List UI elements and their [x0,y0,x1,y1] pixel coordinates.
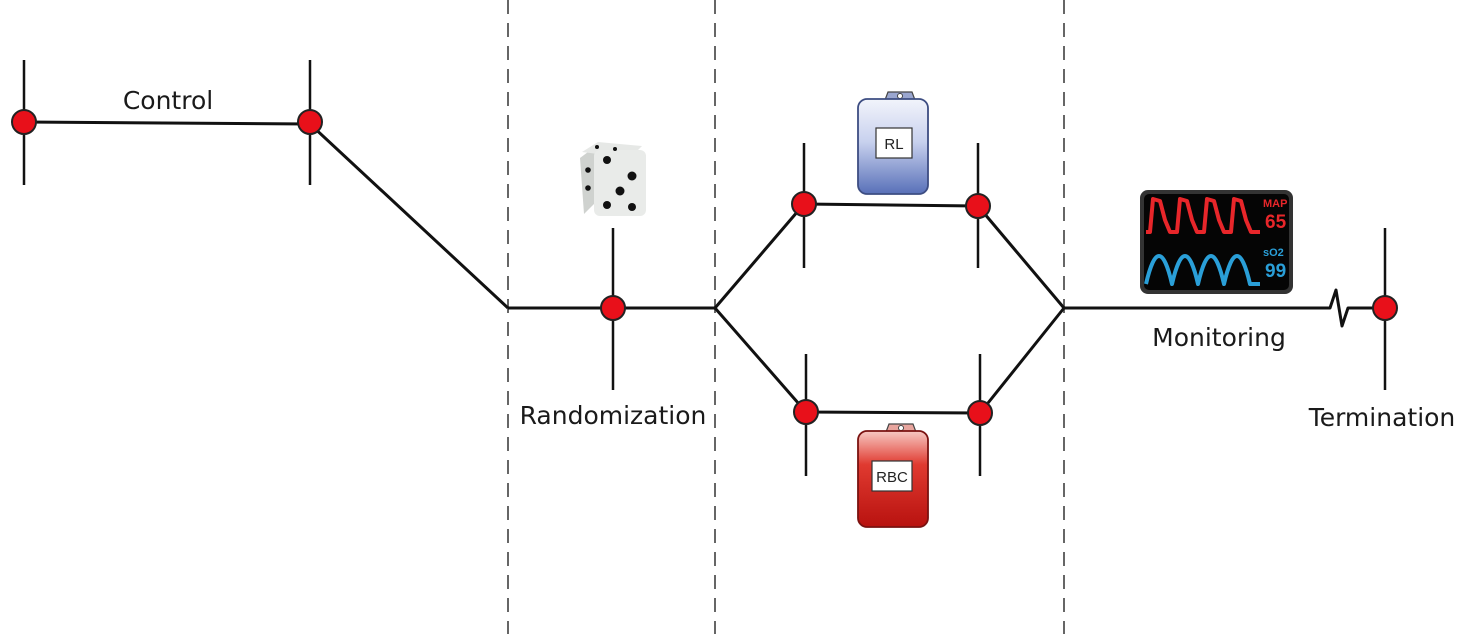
so2-waveform [1144,254,1260,286]
control-end-node [297,109,323,135]
dice-icon [580,142,646,216]
iv-bag-icon: RL [857,91,929,195]
monitoring-segment [1064,288,1385,328]
so2-label: sO2 [1263,247,1284,259]
control-label: Control [123,86,213,115]
dice-side-face [580,146,596,214]
dice-front-face [594,150,646,216]
bottom-branch [713,307,1066,415]
phase-dividers [507,0,1065,634]
top-branch-start-node [791,191,817,217]
map-value: 65 [1265,212,1287,233]
top-branch [713,202,1066,309]
control-segment [23,120,510,310]
iv-bag-icon: RBC [857,423,929,528]
termination-node [1372,295,1398,321]
so2-value: 99 [1265,261,1286,282]
randomization-label: Randomization [520,401,707,430]
termination-label: Termination [1308,403,1456,432]
rbc-bag-label: RBC [876,469,908,486]
monitoring-label: Monitoring [1152,323,1286,352]
timeline-path [23,120,1385,415]
vital-signs-monitor-icon: MAP 65 sO2 99 [1140,190,1293,294]
bottom-branch-start-node [793,399,819,425]
rl-bag-label: RL [884,136,903,153]
top-branch-end-node [965,193,991,219]
bottom-branch-end-node [967,400,993,426]
timeline-nodes [11,109,1398,426]
randomization-node [600,295,626,321]
control-start-node [11,109,37,135]
map-label: MAP [1263,198,1287,210]
map-waveform [1146,197,1260,234]
